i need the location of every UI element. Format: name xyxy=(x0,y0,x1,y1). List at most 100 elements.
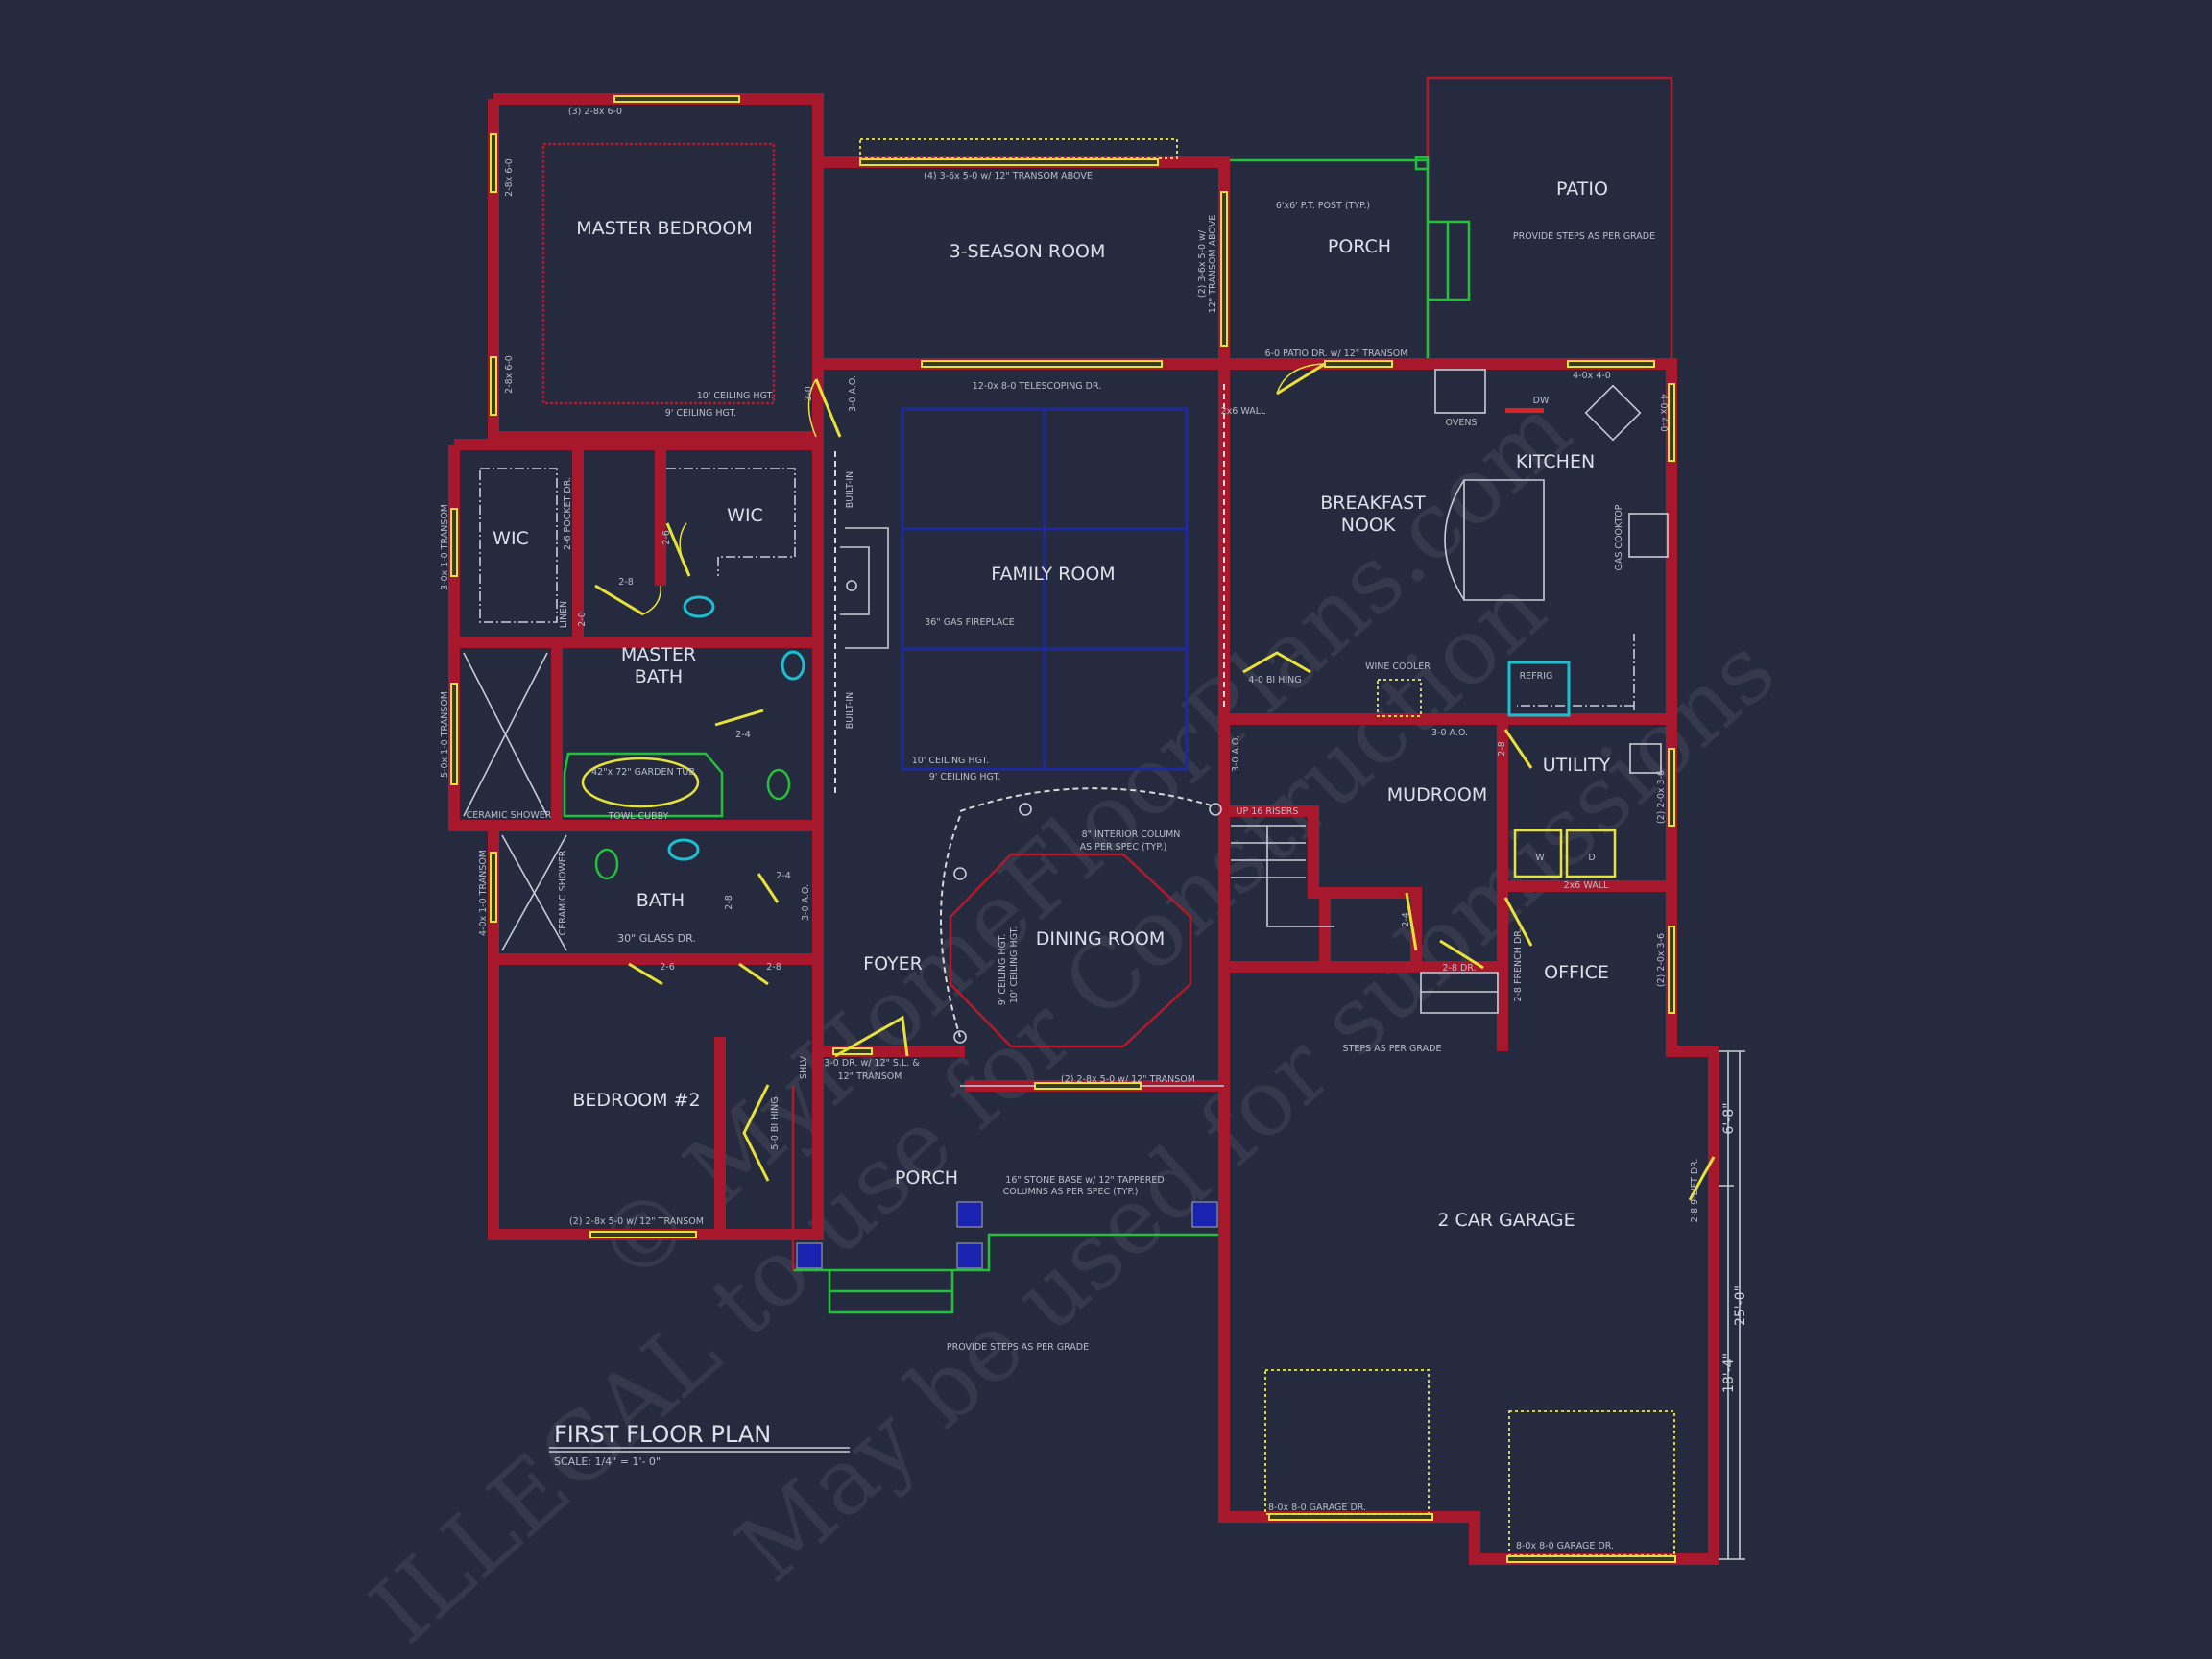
note: BUILT-IN xyxy=(845,692,855,730)
note: TOWL CUBBY xyxy=(608,811,669,822)
note: 2-6 xyxy=(660,962,675,973)
room-label-office: OFFICE xyxy=(1544,962,1609,983)
note: 9' CEILING HGT. xyxy=(929,772,1001,782)
note: AS PER SPEC (TYP.) xyxy=(1080,842,1167,853)
note: 2-8 9-LIFT DR. xyxy=(1690,1159,1700,1223)
window xyxy=(490,133,497,193)
room-label-utility: UTILITY xyxy=(1543,755,1611,776)
wine-cooler-icon xyxy=(1377,679,1422,717)
note: 9' CEILING HGT. xyxy=(665,408,737,419)
note: 36" GAS FIREPLACE xyxy=(925,617,1014,628)
window xyxy=(1668,748,1675,827)
dryer-icon xyxy=(1565,829,1617,878)
window xyxy=(1034,1082,1142,1090)
note: 2-0 xyxy=(577,612,588,627)
note: CERAMIC SHOWER xyxy=(558,850,568,935)
note: 2-6 xyxy=(661,530,672,545)
sink-icon xyxy=(781,650,805,681)
window xyxy=(613,95,740,103)
note: 3-0 xyxy=(804,386,814,401)
title-block: FIRST FLOOR PLAN SCALE: 1/4" = 1'- 0" xyxy=(549,1421,850,1468)
kitchen-island xyxy=(1463,479,1545,601)
note: COLUMNS AS PER SPEC (TYP.) xyxy=(1003,1187,1139,1197)
note: PROVIDE STEPS AS PER GRADE xyxy=(1513,231,1655,242)
sidelight xyxy=(832,1047,873,1055)
note: 3-0 A.O. xyxy=(848,375,858,412)
note: STEPS AS PER GRADE xyxy=(1343,1044,1442,1054)
room-label-family: FAMILY ROOM xyxy=(991,564,1115,585)
plan-title: FIRST FLOOR PLAN xyxy=(554,1421,771,1448)
ovens-icon xyxy=(1434,369,1486,414)
dimension-overall: 25'-0" xyxy=(1733,1286,1748,1326)
window xyxy=(589,1231,697,1238)
master-tray-ceiling xyxy=(541,142,776,405)
note: PROVIDE STEPS AS PER GRADE xyxy=(947,1342,1089,1353)
room-label-kitchen: KITCHEN xyxy=(1516,451,1595,472)
note: 42"x 72" GARDEN TUB xyxy=(591,767,695,778)
room-label-bath: BATH xyxy=(637,890,685,911)
shower-icon xyxy=(501,834,567,951)
note: 3-0x 1-0 TRANSOM xyxy=(440,504,450,590)
room-label-master-bath: MASTER xyxy=(621,644,696,665)
stone-column-icon xyxy=(956,1242,983,1269)
toilet-icon xyxy=(594,848,619,880)
window xyxy=(450,683,458,785)
patio-steps xyxy=(1428,220,1471,301)
note: 10' CEILING HGT. xyxy=(1009,926,1020,1004)
note: 2-8 DR. xyxy=(1442,963,1476,974)
note: WINE COOLER xyxy=(1365,661,1431,672)
note: 2x6 WALL xyxy=(1564,880,1609,891)
note: 4-0x 4-0 xyxy=(1658,394,1669,432)
garage-door xyxy=(1268,1513,1433,1521)
counter-line xyxy=(1517,634,1635,710)
note: W xyxy=(1535,853,1545,863)
tub-surround xyxy=(563,752,724,818)
note: SHLV xyxy=(799,1056,809,1079)
note: 8" INTERIOR COLUMN xyxy=(1082,830,1181,840)
note: LINEN xyxy=(559,601,569,628)
note: 2-6 POCKET DR. xyxy=(563,477,573,550)
stone-columns xyxy=(796,1201,1218,1269)
dining-tray-ceiling xyxy=(949,853,1192,1048)
windows xyxy=(450,95,1676,1563)
room-label-three-season: 3-SEASON ROOM xyxy=(950,241,1106,262)
walls xyxy=(448,93,1719,1565)
note: 6'x6' P.T. POST (TYP.) xyxy=(1276,201,1370,211)
garden-tub-icon xyxy=(581,757,700,808)
garage-door-track xyxy=(1264,1369,1430,1515)
note: 2-8 xyxy=(724,895,734,910)
note: (2) 2-0x 3-6 xyxy=(1656,770,1667,824)
room-label-nook: NOOK xyxy=(1341,515,1396,536)
note: 2-8x 6-0 xyxy=(504,355,515,394)
note: 12" TRANSOM ABOVE xyxy=(1208,215,1218,314)
front-porch-outline xyxy=(793,1233,1224,1272)
note: (3) 2-8x 6-0 xyxy=(568,107,622,117)
note: 6-0 PATIO DR. w/ 12" TRANSOM xyxy=(1265,349,1408,359)
note: 16" STONE BASE w/ 12" TAPPERED xyxy=(1005,1175,1164,1186)
note: 4-0 BI HING xyxy=(1248,675,1301,685)
note: OVENS xyxy=(1446,418,1478,428)
window xyxy=(490,852,497,923)
note: 4-0x 1-0 TRANSOM xyxy=(478,850,489,936)
note: BUILT-IN xyxy=(845,471,855,509)
note: DW xyxy=(1533,396,1550,406)
room-label-garage: 2 CAR GARAGE xyxy=(1437,1210,1575,1231)
note: 5-0 BI HING xyxy=(770,1096,781,1149)
room-label-front-porch: PORCH xyxy=(895,1167,958,1189)
wic-shelving xyxy=(666,468,796,576)
island-bar xyxy=(1444,479,1465,601)
room-label-master-bedroom: MASTER BEDROOM xyxy=(576,218,752,239)
wic-shelving xyxy=(479,468,558,623)
room-label-rear-porch: PORCH xyxy=(1328,236,1391,257)
room-label-patio: PATIO xyxy=(1556,179,1608,200)
garage-steps xyxy=(1420,972,1499,1014)
note: 8-0x 8-0 GARAGE DR. xyxy=(1516,1541,1614,1551)
garage-door-track xyxy=(1508,1410,1675,1556)
room-labels: MASTER BEDROOM 3-SEASON ROOM PORCH PATIO… xyxy=(493,179,1610,1231)
note: 2-8x 6-0 xyxy=(504,158,515,197)
note: 12" TRANSOM xyxy=(838,1071,902,1082)
utility-sink-icon xyxy=(1629,743,1662,774)
kitchen-sink-icon xyxy=(1584,384,1642,442)
column-icon xyxy=(1209,803,1222,816)
